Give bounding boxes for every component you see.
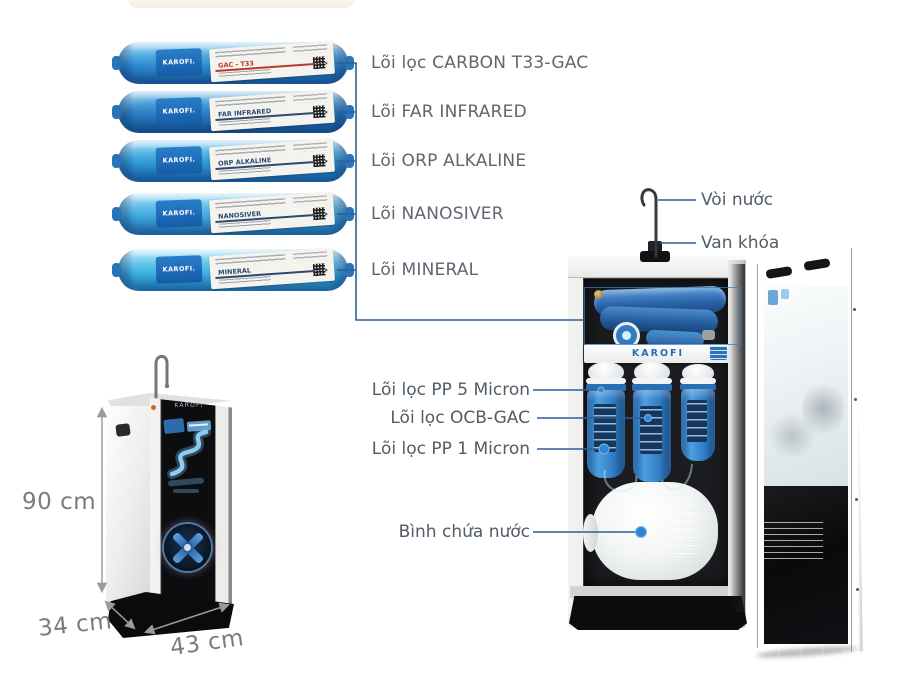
brass-fitting bbox=[594, 290, 603, 299]
sticker-text-lines bbox=[293, 44, 328, 55]
housing-ring bbox=[632, 378, 672, 384]
sticker-text-lines bbox=[293, 93, 328, 104]
tank-flange bbox=[583, 514, 598, 552]
housing-cap bbox=[634, 362, 670, 382]
qr-code-icon bbox=[312, 154, 326, 168]
door-glass-panel bbox=[764, 486, 848, 644]
callout-faucet: Vòi nước bbox=[701, 190, 774, 210]
qr-code-icon bbox=[312, 263, 326, 277]
cartridge-nipple bbox=[345, 263, 354, 277]
filter-cartridge-gac-t33: KAROFI. GAC - T33 bbox=[112, 40, 354, 86]
sticker-text-lines bbox=[215, 47, 286, 60]
door-frame-line bbox=[851, 248, 852, 654]
mirror-reflection bbox=[781, 289, 789, 299]
screw bbox=[856, 588, 859, 591]
screw bbox=[855, 498, 858, 501]
cabinet-top-frame bbox=[568, 256, 746, 278]
pressure-storage-tank bbox=[592, 482, 718, 580]
callout-orp-alkaline: Lõi ORP ALKALINE bbox=[371, 151, 527, 171]
cartridge-nipple bbox=[112, 207, 121, 221]
sticker-text-lines bbox=[215, 254, 286, 267]
qr-code-icon bbox=[312, 105, 326, 119]
housing-collar bbox=[680, 384, 716, 390]
cabinet-bottom-frame bbox=[570, 586, 744, 598]
screw bbox=[853, 308, 856, 311]
housing-ring bbox=[680, 378, 716, 384]
mirror-reflection bbox=[802, 378, 844, 440]
open-purifier-base bbox=[569, 596, 747, 630]
front-emblem-icon bbox=[164, 524, 211, 571]
callout-far-infrared: Lõi FAR INFRARED bbox=[371, 102, 527, 122]
cartridge-nipple bbox=[345, 154, 354, 168]
mirror-reflection bbox=[768, 290, 778, 305]
housing-label bbox=[640, 406, 662, 454]
pipe-elbow bbox=[702, 330, 715, 340]
sticker-text-lines bbox=[215, 145, 286, 158]
sticker-text-lines bbox=[293, 251, 328, 262]
sticker-text-lines bbox=[215, 198, 286, 211]
closed-purifier-handle-slot bbox=[115, 423, 131, 437]
callout-mineral: Lõi MINERAL bbox=[371, 260, 479, 280]
callout-ocb: Lõi lọc OCB-GAC bbox=[390, 408, 530, 428]
housing-label bbox=[594, 404, 616, 452]
cartridge-brand-label: KAROFI. bbox=[155, 48, 203, 77]
callout-carbon-t33: Lõi lọc CARBON T33-GAC bbox=[371, 53, 589, 73]
screw bbox=[854, 398, 857, 401]
front-graphic-smudge bbox=[173, 489, 199, 493]
cartridge-brand-label: KAROFI. bbox=[155, 97, 203, 126]
callout-pp5: Lõi lọc PP 5 Micron bbox=[371, 380, 530, 400]
callout-nanosiver: Lõi NANOSIVER bbox=[371, 204, 504, 224]
tank-label bbox=[668, 501, 698, 554]
emblem-center bbox=[182, 542, 193, 553]
closed-purifier-brand: KAROFI bbox=[174, 402, 204, 409]
open-door bbox=[739, 243, 863, 662]
sticker-text-lines bbox=[293, 195, 328, 206]
indicator-dot bbox=[151, 405, 156, 410]
housing-cap bbox=[682, 364, 714, 382]
dimension-height: 90 cm bbox=[22, 489, 97, 515]
door-spec-label bbox=[763, 519, 823, 562]
faucet-gooseneck bbox=[154, 354, 169, 399]
filter-cartridge-far-infrared: KAROFI. FAR INFRARED bbox=[112, 89, 354, 135]
housing-cap bbox=[588, 362, 624, 382]
cartridge-nipple bbox=[345, 105, 354, 119]
housing-ring bbox=[586, 378, 626, 384]
front-sticker bbox=[163, 417, 185, 435]
qr-code-icon bbox=[312, 56, 326, 70]
cartridge-brand-label: KAROFI. bbox=[155, 199, 203, 228]
cartridge-brand-label: KAROFI. bbox=[155, 255, 203, 284]
sticker-text-lines bbox=[215, 96, 286, 109]
door-frame-line bbox=[757, 258, 758, 648]
housing-collar bbox=[586, 384, 626, 391]
housing-label bbox=[687, 400, 707, 442]
filter-cartridge-orp-alkaline: KAROFI. ORP ALKALINE bbox=[112, 138, 354, 184]
sticker-text-lines bbox=[293, 142, 328, 153]
filter-cartridge-mineral: KAROFI. MINERAL bbox=[112, 247, 354, 293]
filter-cartridge-nanosiver: KAROFI. NANOSIVER bbox=[112, 191, 354, 237]
callout-valve: Van khóa bbox=[701, 233, 780, 253]
cartridge-nipple bbox=[112, 105, 121, 119]
dimension-depth: 34 cm bbox=[36, 608, 114, 642]
cartridge-nipple bbox=[345, 56, 354, 70]
door-mirror-panel bbox=[764, 286, 848, 486]
mirror-reflection bbox=[766, 414, 818, 458]
qr-code-icon bbox=[312, 207, 326, 221]
cartridge-nipple bbox=[112, 56, 121, 70]
cropped-cartridge-top bbox=[128, 0, 354, 8]
door-hinge-shadow bbox=[730, 264, 745, 612]
door-outer-edge bbox=[858, 243, 863, 662]
cartridge-brand-label: KAROFI. bbox=[155, 146, 203, 175]
callout-tank: Bình chứa nước bbox=[398, 522, 530, 542]
cartridge-nipple bbox=[112, 154, 121, 168]
faucet-mount bbox=[640, 251, 670, 262]
cartridge-nipple bbox=[345, 207, 354, 221]
housing-collar bbox=[632, 384, 672, 391]
interior-brand-bar: KAROFI bbox=[584, 344, 732, 363]
water-drop-core bbox=[620, 329, 633, 342]
callout-pp1: Lõi lọc PP 1 Micron bbox=[371, 439, 530, 459]
cartridge-nipple bbox=[112, 263, 121, 277]
interior-brand-tag bbox=[710, 346, 727, 360]
